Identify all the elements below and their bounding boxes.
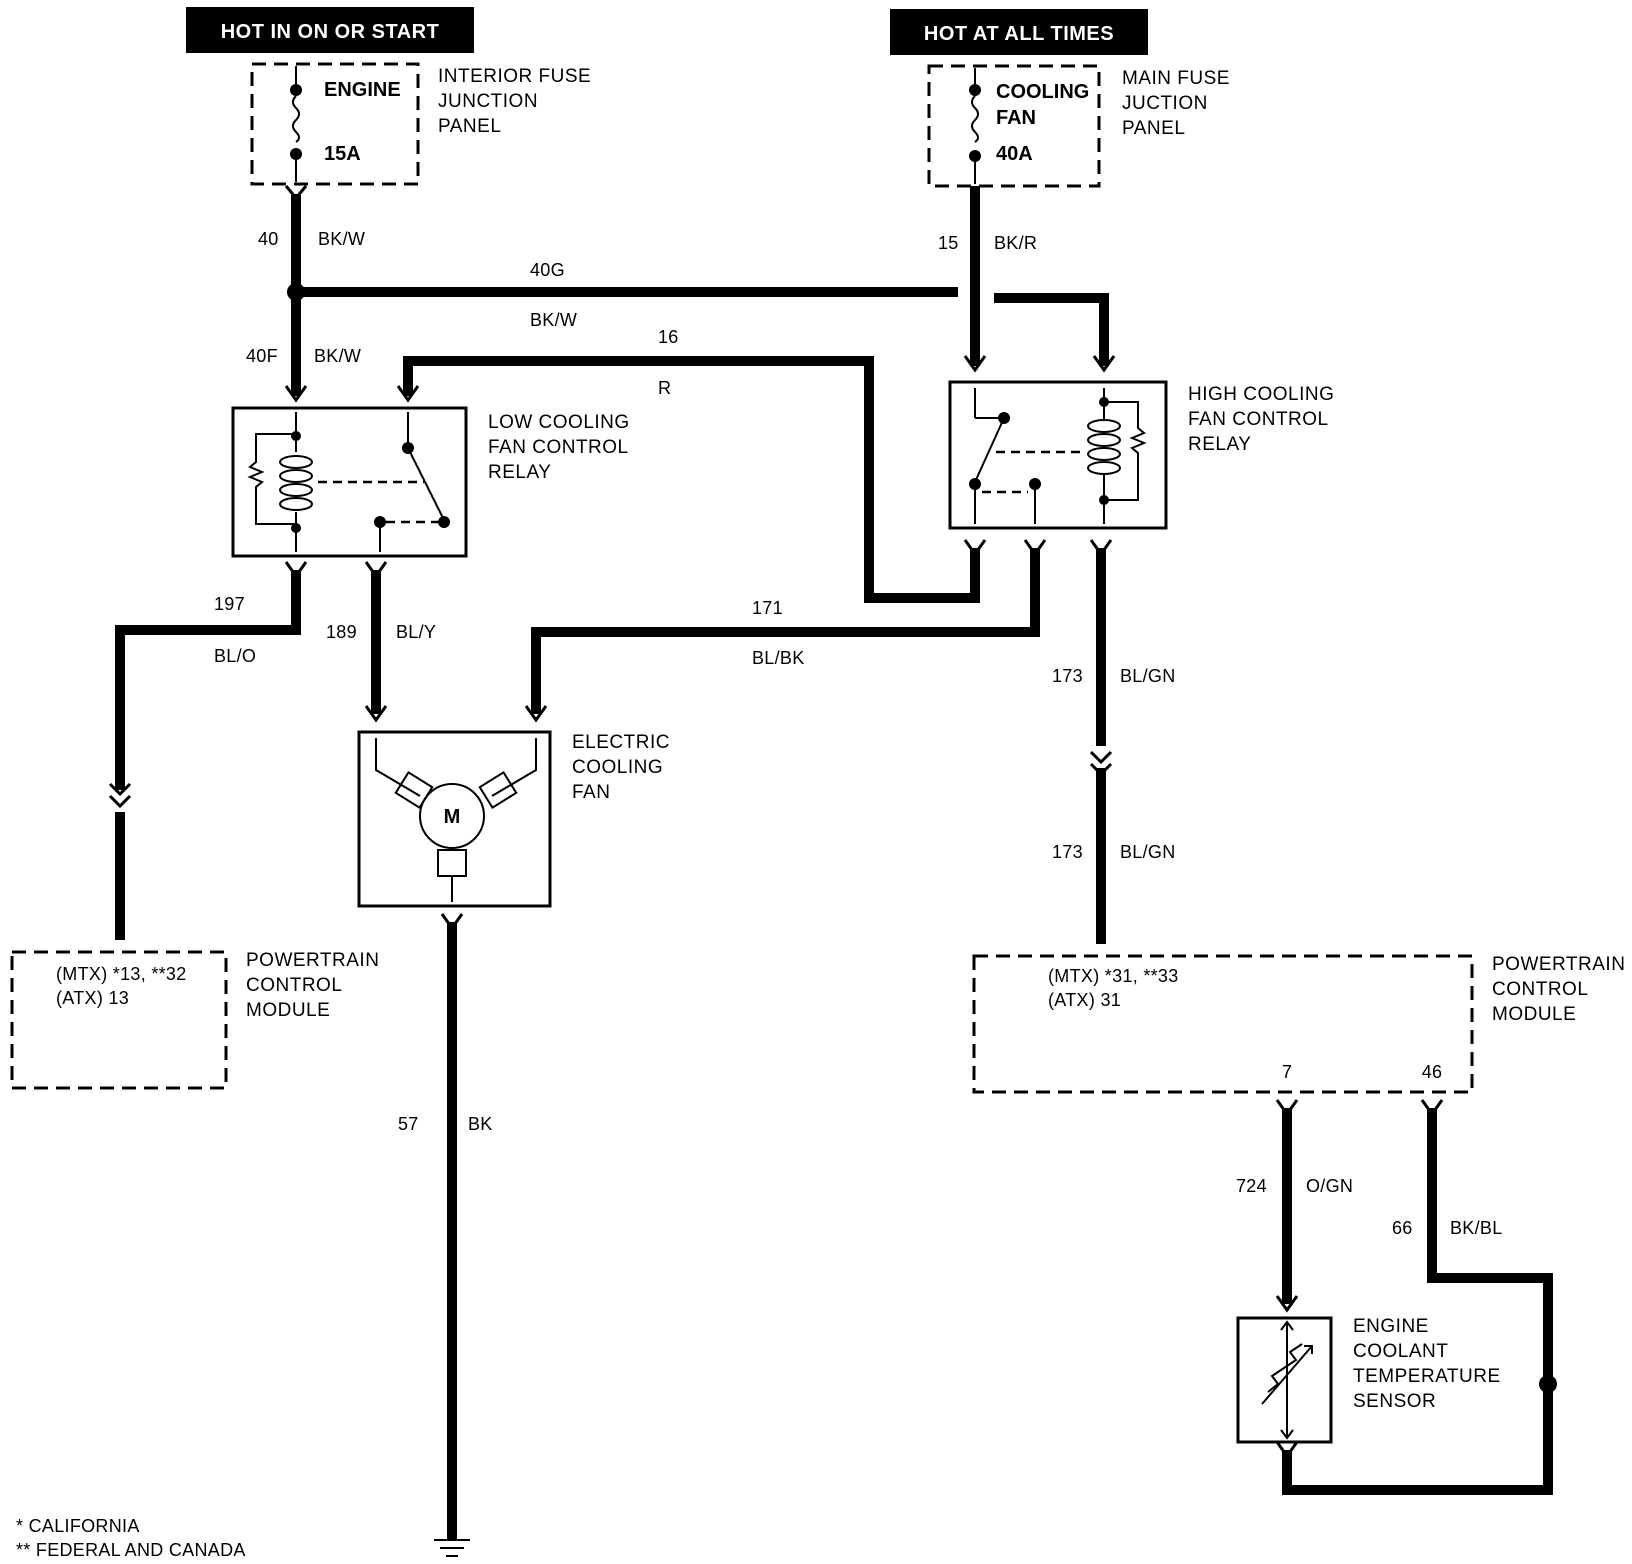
- wire-171-circuit: 171: [752, 598, 783, 618]
- low-relay-label-3: RELAY: [488, 462, 551, 483]
- wire-173a-color: BL/GN: [1120, 666, 1176, 686]
- fan-label-2: COOLING: [572, 757, 663, 778]
- wire-173b-circuit: 173: [1052, 842, 1083, 862]
- high-cooling-fan-control-relay: HIGH COOLING FAN CONTROL RELAY: [948, 380, 1334, 530]
- ect-label-3: TEMPERATURE: [1353, 1366, 1501, 1387]
- wire-labels: 40 BK/W 40G BK/W 40F BK/W 15 BK/R 16 R 1…: [214, 229, 1503, 1238]
- high-relay-label-2: FAN CONTROL: [1188, 409, 1329, 430]
- wire-40g-color: BK/W: [530, 310, 577, 330]
- low-relay-label-2: FAN CONTROL: [488, 437, 629, 458]
- wire-40g-circuit: 40G: [530, 260, 565, 280]
- wire-197-color: BL/O: [214, 646, 256, 666]
- main-panel-label-2: JUCTION: [1122, 93, 1208, 114]
- interior-panel-label-2: JUNCTION: [438, 91, 538, 112]
- footnote-federal: ** FEDERAL AND CANADA: [16, 1540, 246, 1560]
- wire-15-color: BK/R: [994, 233, 1037, 253]
- cooling-fan-fuse-rating: 40A: [996, 143, 1033, 165]
- pcm-right-pins-1: (MTX) *31, **33: [1048, 966, 1179, 986]
- wire-40f-circuit: 40F: [246, 346, 278, 366]
- wire-171-color: BL/BK: [752, 648, 805, 668]
- wire-189-color: BL/Y: [396, 622, 436, 642]
- wire-15-circuit: 15: [938, 233, 959, 253]
- wire-40g-relay: [994, 293, 1109, 366]
- pcm-right-pin-46: 46: [1422, 1062, 1443, 1082]
- pcm-left-pins-2: (ATX) 13: [56, 988, 129, 1008]
- connector-symbols: [108, 185, 1444, 1459]
- pcm-left-label-1: POWERTRAIN: [246, 950, 379, 971]
- main-panel-label-3: PANEL: [1122, 118, 1185, 139]
- wire-40-circuit: 40: [258, 229, 279, 249]
- pcm-right-label-2: CONTROL: [1492, 979, 1588, 1000]
- wire-16-circuit: 16: [658, 327, 679, 347]
- pcm-right-pins-2: (ATX) 31: [1048, 990, 1121, 1010]
- wire-66-color: BK/BL: [1450, 1218, 1503, 1238]
- footnote-california: * CALIFORNIA: [16, 1516, 140, 1536]
- splice-66: [1539, 1375, 1557, 1393]
- pcm-right-label-1: POWERTRAIN: [1492, 954, 1625, 975]
- pcm-left-pins-1: (MTX) *13, **32: [56, 964, 187, 984]
- hot-at-all-times-label: HOT AT ALL TIMES: [890, 9, 1148, 55]
- engine-fuse-rating: 15A: [324, 143, 361, 165]
- wire-173b-color: BL/GN: [1120, 842, 1176, 862]
- engine-coolant-temperature-sensor: ENGINE COOLANT TEMPERATURE SENSOR: [1236, 1316, 1501, 1444]
- ect-label-2: COOLANT: [1353, 1341, 1448, 1362]
- wire-16: [403, 356, 980, 603]
- interior-fuse-junction-panel: ENGINE 15A INTERIOR FUSE JUNCTION PANEL: [250, 62, 591, 186]
- wire-724-color: O/GN: [1306, 1176, 1353, 1196]
- pcm-left-label-3: MODULE: [246, 1000, 330, 1021]
- wire-40f-color: BK/W: [314, 346, 361, 366]
- wire-57-color: BK: [468, 1114, 493, 1134]
- wire-171: [531, 548, 1040, 714]
- svg-text:HOT AT ALL TIMES: HOT AT ALL TIMES: [924, 23, 1114, 45]
- wire-724-circuit: 724: [1236, 1176, 1267, 1196]
- pcm-right-pin-7: 7: [1282, 1062, 1292, 1082]
- electric-cooling-fan: M ELECTRIC COOLING FAN: [357, 730, 670, 908]
- cooling-fan-fuse-name-2: FAN: [996, 107, 1036, 129]
- fan-label-1: ELECTRIC: [572, 732, 670, 753]
- fan-label-3: FAN: [572, 782, 610, 803]
- wire-16-color: R: [658, 378, 671, 398]
- low-cooling-fan-control-relay: LOW COOLING FAN CONTROL RELAY: [231, 406, 630, 558]
- hot-in-on-or-start-label: HOT IN ON OR START: [186, 7, 474, 53]
- wire-40-color: BK/W: [318, 229, 365, 249]
- high-relay-label-3: RELAY: [1188, 434, 1251, 455]
- pcm-right-label-3: MODULE: [1492, 1004, 1576, 1025]
- wire-57-circuit: 57: [398, 1114, 419, 1134]
- svg-text:HOT IN ON OR START: HOT IN ON OR START: [221, 21, 440, 43]
- ground-symbol: [434, 1539, 470, 1557]
- wire-173a-circuit: 173: [1052, 666, 1083, 686]
- powertrain-control-module-left: (MTX) *13, **32 (ATX) 13 POWERTRAIN CONT…: [10, 950, 379, 1090]
- fan-motor-symbol: M: [444, 806, 461, 828]
- interior-panel-label-1: INTERIOR FUSE: [438, 66, 591, 87]
- low-relay-label-1: LOW COOLING: [488, 412, 630, 433]
- powertrain-control-module-right: (MTX) *31, **33 (ATX) 31 7 46 POWERTRAIN…: [972, 954, 1625, 1094]
- main-panel-label-1: MAIN FUSE: [1122, 68, 1230, 89]
- cooling-fan-fuse-name-1: COOLING: [996, 81, 1089, 103]
- splice-40: [287, 283, 305, 301]
- wire-66: [1282, 1108, 1553, 1495]
- main-fuse-junction-panel: COOLING FAN 40A MAIN FUSE JUCTION PANEL: [927, 64, 1230, 188]
- wire-197: [115, 570, 301, 790]
- wire-66-circuit: 66: [1392, 1218, 1413, 1238]
- ect-label-4: SENSOR: [1353, 1391, 1436, 1412]
- pcm-left-label-2: CONTROL: [246, 975, 342, 996]
- ect-label-1: ENGINE: [1353, 1316, 1429, 1337]
- interior-panel-label-3: PANEL: [438, 116, 501, 137]
- wire-197-circuit: 197: [214, 594, 245, 614]
- wire-189-circuit: 189: [326, 622, 357, 642]
- engine-fuse-name: ENGINE: [324, 79, 401, 101]
- high-relay-label-1: HIGH COOLING: [1188, 384, 1334, 405]
